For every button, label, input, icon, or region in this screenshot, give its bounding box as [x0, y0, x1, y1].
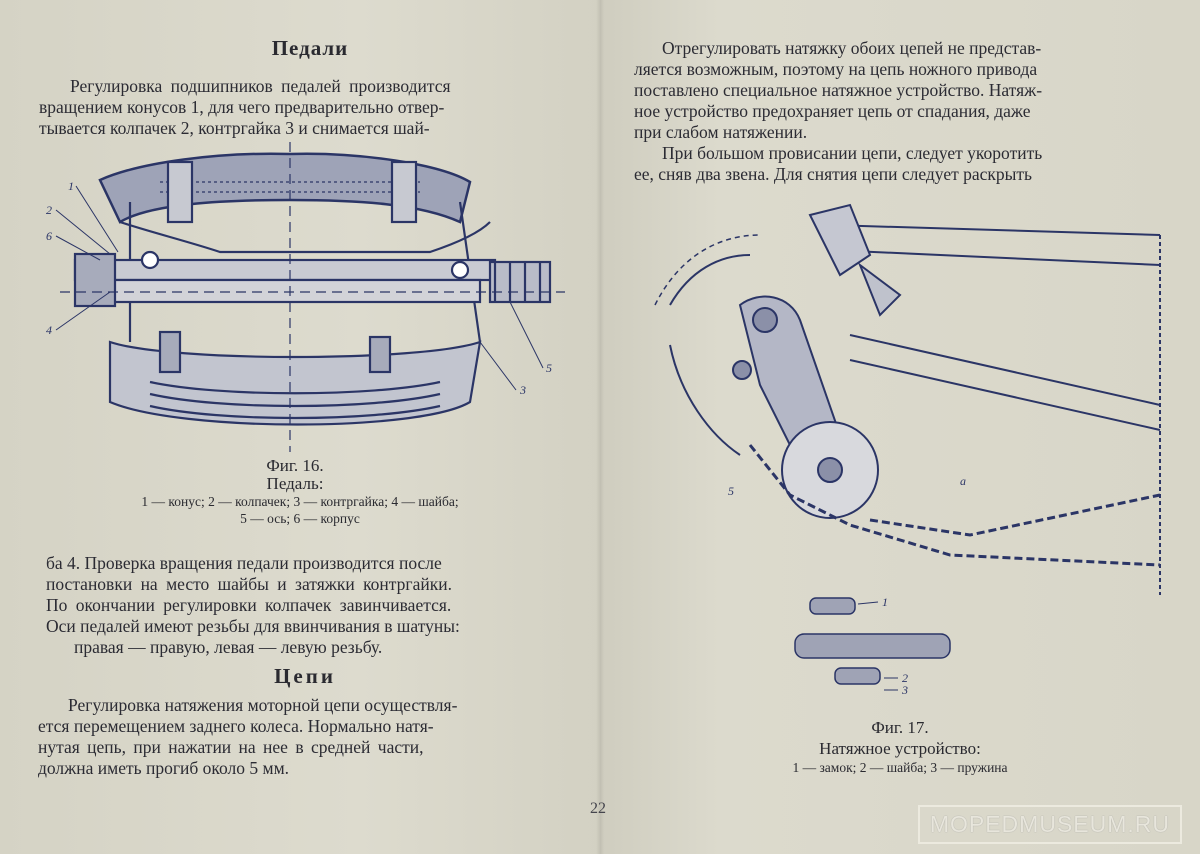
fig17-label-2: 2 — [902, 671, 908, 685]
after-line-2: постановки на место шайбы и затяжки конт… — [46, 574, 452, 594]
right-line-1: Отрегулировать натяжку обоих цепей не пр… — [662, 38, 1042, 58]
pedal-figure: 1 2 6 4 5 3 — [46, 142, 565, 452]
fig16-title: Фиг. 16. — [266, 456, 324, 475]
fig16-label-1: 1 — [68, 179, 74, 193]
fig17-label-3: 3 — [901, 683, 908, 697]
pedal-line-1: Регулировка подшипников педалей производ… — [70, 76, 451, 96]
fig17-label-a: a — [960, 474, 966, 488]
page-number: 22 — [590, 800, 606, 817]
right-line-5: при слабом натяжении. — [634, 122, 808, 142]
after-line-1: ба 4. Проверка вращения педали производи… — [46, 553, 442, 573]
fig16-legend-1: 1 — конус; 2 — колпачек; 3 — контргайка;… — [141, 494, 459, 509]
chain-lock-detail: 1 2 3 — [794, 595, 951, 697]
pedal-line-2: вращением конусов 1, для чего предварите… — [39, 97, 445, 117]
watermark: MOPEDMUSEUM.RU — [917, 805, 1182, 844]
right-line-3: поставлено специальное натяжное устройст… — [634, 80, 1043, 100]
fig16-subtitle: Педаль: — [266, 474, 324, 493]
chain-line-2: ется перемещением заднего колеса. Нормал… — [38, 716, 434, 736]
fig16-label-2: 2 — [46, 203, 52, 217]
pedal-heading: Педали — [271, 36, 349, 60]
left-page — [0, 0, 600, 854]
chain-line-4: должна иметь прогиб около 5 мм. — [38, 758, 290, 778]
fig16-label-3: 3 — [519, 383, 526, 397]
chain-line-3: нутая цепь, при нажатии на нее в средней… — [38, 737, 424, 757]
book-gutter — [596, 0, 604, 854]
fig16-label-5: 5 — [546, 361, 552, 375]
fig17-label-1: 1 — [882, 595, 888, 609]
right-line-2: ляется возможным, поэтому на цепь ножног… — [634, 59, 1038, 79]
fig16-legend-2: 5 — ось; 6 — корпус — [240, 511, 360, 526]
fig17-title: Фиг. 17. — [871, 718, 929, 737]
tensioner-figure: 5 a — [654, 203, 1161, 595]
right-line-6: При большом провисании цепи, следует уко… — [662, 143, 1043, 163]
right-page — [600, 0, 1200, 854]
fig17-label-5: 5 — [728, 484, 734, 498]
after-line-5: правая — правую, левая — левую резьбу. — [74, 637, 383, 657]
chain-line-1: Регулировка натяжения моторной цепи осущ… — [68, 695, 458, 715]
fig17-subtitle: Натяжное устройство: — [819, 739, 981, 758]
fig16-label-4: 4 — [46, 323, 52, 337]
pedal-line-3: тывается колпачек 2, контргайка 3 и сним… — [39, 118, 430, 138]
right-line-4: ное устройство предохраняет цепь от спад… — [634, 101, 1031, 121]
right-line-7: ее, сняв два звена. Для снятия цепи след… — [634, 164, 1033, 184]
chain-heading: Цепи — [274, 664, 336, 688]
after-line-4: Оси педалей имеют резьбы для ввинчивания… — [46, 616, 460, 636]
after-line-3: По окончании регулировки колпачек завинч… — [46, 595, 452, 615]
fig16-label-6: 6 — [46, 229, 52, 243]
fig17-legend: 1 — замок; 2 — шайба; 3 — пружина — [792, 760, 1008, 775]
